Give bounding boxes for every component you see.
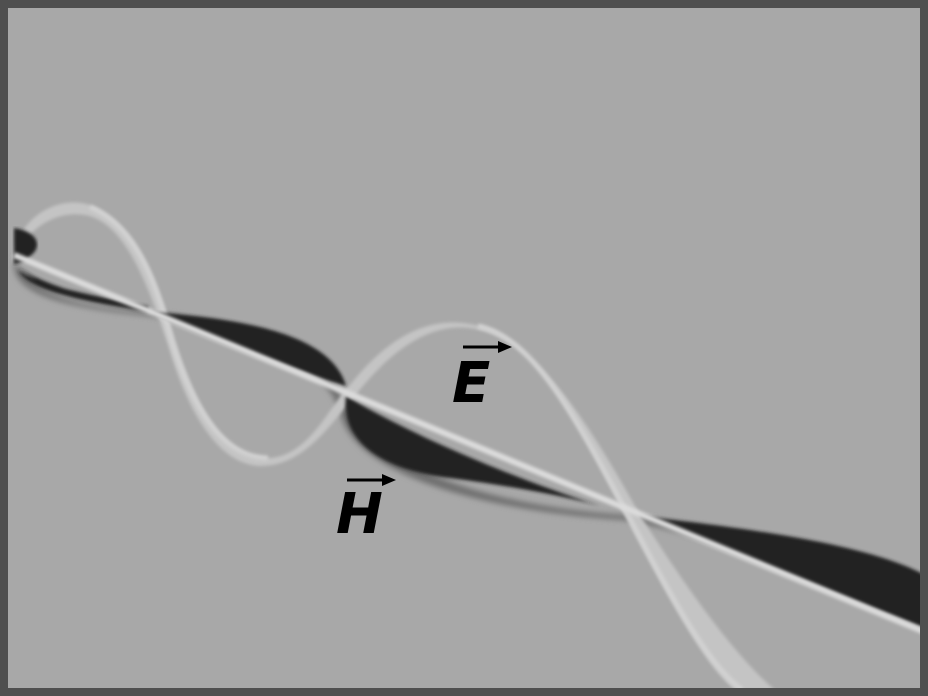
propagation-axis xyxy=(14,255,925,632)
electric-field-label: E xyxy=(452,341,512,416)
magnetic-arrow-head xyxy=(382,474,396,486)
electric-field-symbol: E xyxy=(452,351,490,416)
magnetic-field-label: H xyxy=(336,474,396,547)
magnetic-field-symbol: H xyxy=(336,482,383,547)
